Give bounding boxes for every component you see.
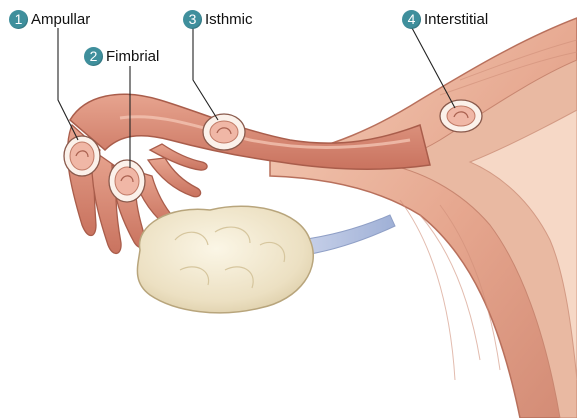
site-4-marker: [440, 100, 482, 132]
ovarian-ligament: [300, 215, 395, 255]
ovary: [137, 206, 313, 313]
site-3-marker: [203, 114, 245, 150]
site-callout-1: 1 Ampullar: [9, 8, 90, 30]
site-label-fimbrial: Fimbrial: [106, 48, 159, 65]
site-label-ampullar: Ampullar: [31, 11, 90, 28]
leader-line-3: [193, 28, 218, 120]
site-callout-3: 3 Isthmic: [183, 8, 253, 30]
site-label-interstitial: Interstitial: [424, 11, 488, 28]
site-number-badge: 3: [183, 10, 202, 29]
site-callout-4: 4 Interstitial: [402, 8, 488, 30]
site-2-marker: [109, 160, 145, 202]
site-1-marker: [64, 136, 100, 176]
site-number-badge: 4: [402, 10, 421, 29]
site-number-badge: 1: [9, 10, 28, 29]
site-number-badge: 2: [84, 47, 103, 66]
site-label-isthmic: Isthmic: [205, 11, 253, 28]
site-callout-2: 2 Fimbrial: [84, 45, 159, 67]
